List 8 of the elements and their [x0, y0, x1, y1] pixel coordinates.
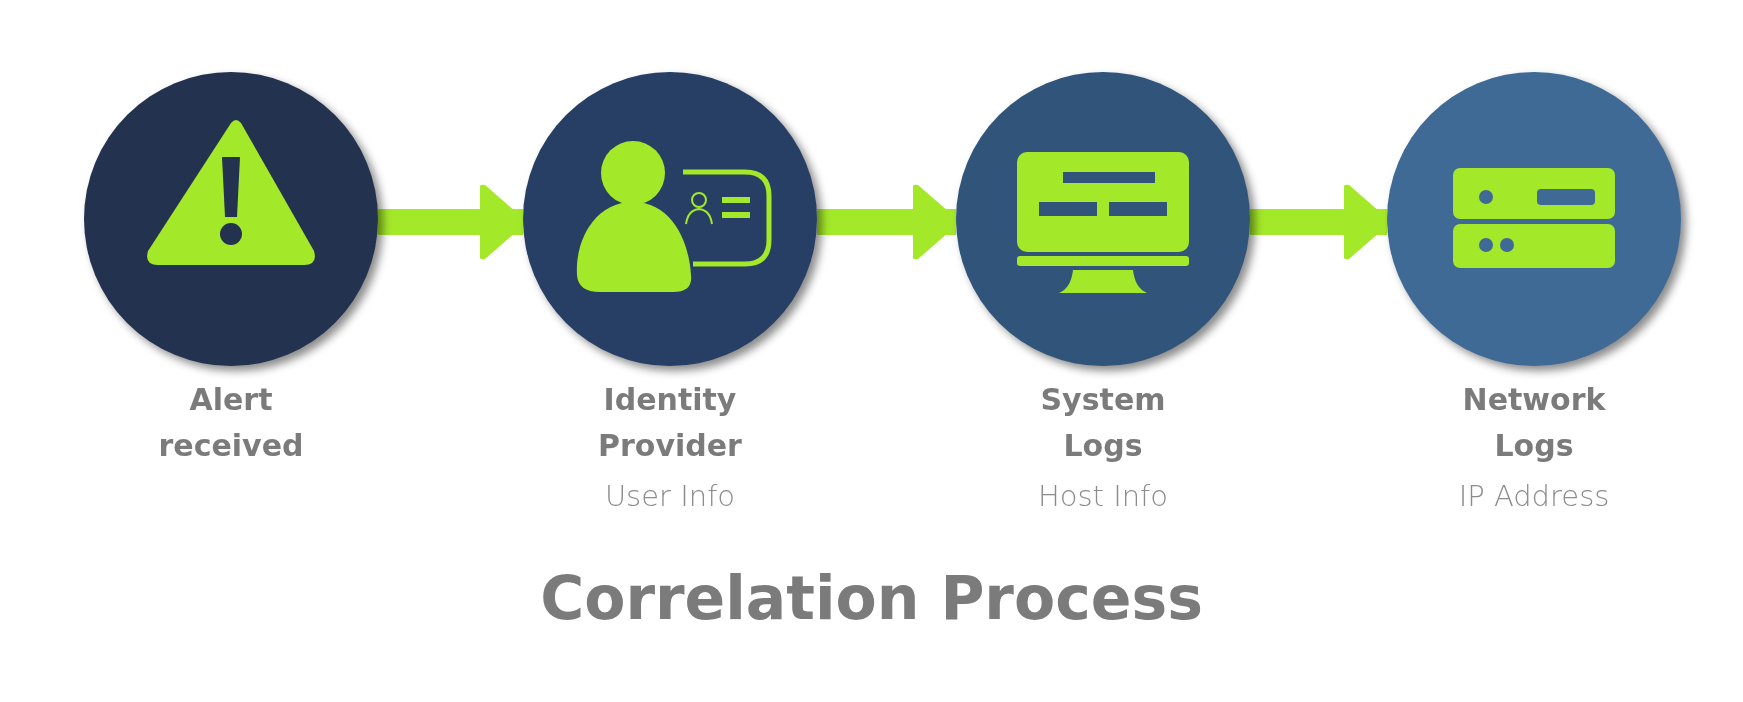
step-heading: Alert received	[157, 381, 305, 465]
step-heading: Network Logs	[1461, 381, 1607, 465]
step-heading: System Logs	[1039, 381, 1167, 465]
step-detail: User Info	[604, 478, 736, 515]
diagram-title: Correlation Process	[539, 562, 1204, 635]
step-detail: IP Address	[1458, 478, 1610, 515]
step-detail: Host Info	[1037, 478, 1169, 515]
step-heading: Identity Provider	[597, 381, 743, 465]
